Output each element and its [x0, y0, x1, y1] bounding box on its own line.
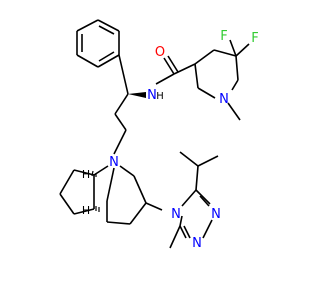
bond [133, 175, 147, 204]
bond [229, 39, 237, 57]
triazole-n4-label: N [171, 207, 181, 222]
molecule-svg: N H O F F N N H H N N N [59, 19, 259, 251]
bond [114, 93, 129, 115]
atom-labels: N H O F F N N H H N N N [82, 29, 259, 251]
triazole-n2-label: N [192, 236, 202, 251]
bond [195, 165, 199, 191]
stereo-h-label-1: H [82, 168, 90, 181]
bond [183, 225, 191, 239]
bond [197, 87, 216, 99]
bond [129, 202, 147, 225]
bond [235, 43, 250, 57]
bridge-nitrogen-label: N [109, 155, 119, 170]
bond [195, 189, 211, 205]
azabicyclo-core [59, 165, 163, 225]
aromatic-bond [98, 25, 115, 35]
bond [76, 54, 99, 68]
bond [119, 165, 135, 177]
piperidine-ring [194, 39, 250, 121]
bond [179, 215, 183, 227]
bond [235, 55, 239, 81]
wedge-bond [128, 92, 146, 98]
amide-oxygen-label: O [155, 45, 165, 60]
amide-nitrogen-label: N [147, 88, 157, 103]
chain-bonds [113, 54, 196, 155]
structure-diagram: N H O F F N N H H N N N [59, 19, 259, 251]
hash [91, 170, 94, 177]
stereo-h-label-2: H [82, 204, 90, 217]
bond [213, 49, 237, 57]
bond [73, 169, 95, 176]
bond [97, 19, 120, 32]
phenyl-ring [76, 19, 120, 68]
amide-hydrogen-label: H [156, 91, 164, 102]
bond [231, 79, 239, 91]
piperidine-nitrogen-label: N [219, 92, 229, 107]
bond [173, 63, 196, 75]
bond [181, 189, 197, 207]
bond [106, 167, 115, 202]
bond [113, 129, 127, 155]
bond [169, 225, 181, 249]
bond [118, 54, 129, 95]
hash-bonds [91, 170, 100, 212]
bond [73, 208, 95, 215]
bond [179, 151, 199, 167]
fluorine-label-1: F [220, 29, 227, 44]
bond [155, 73, 175, 85]
bond [197, 155, 219, 167]
bond [227, 102, 241, 121]
bond [202, 219, 213, 239]
bond [59, 169, 75, 195]
bond [163, 57, 175, 75]
bond [167, 55, 179, 73]
aromatic-bond [98, 51, 115, 62]
bond [194, 49, 215, 65]
bond [59, 193, 75, 215]
bond [114, 113, 127, 131]
fluorine-label-2: F [251, 31, 258, 46]
bond [179, 225, 187, 239]
bond [106, 221, 131, 225]
bond [145, 202, 163, 211]
triazole-n1-label: N [211, 207, 221, 222]
bond [199, 195, 210, 207]
bond [97, 54, 120, 68]
bond [194, 63, 199, 89]
bond [76, 19, 99, 32]
triazole-ring [169, 151, 219, 249]
